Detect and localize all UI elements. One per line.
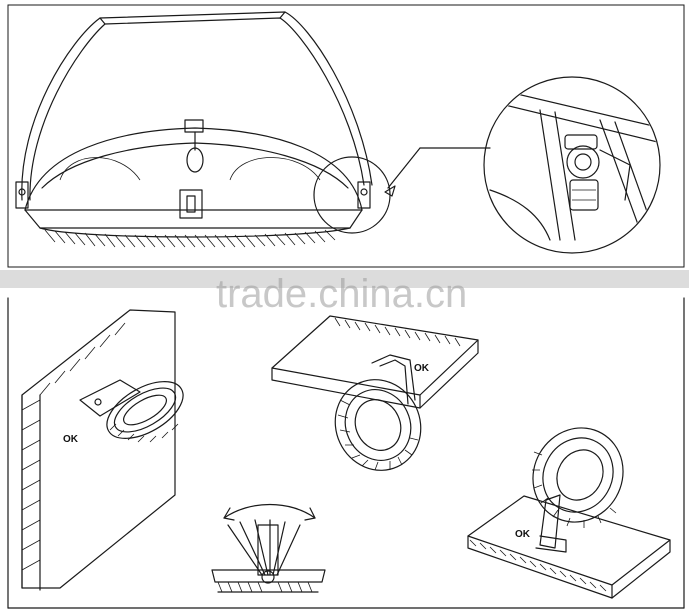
wall-mount-diagram <box>21 309 184 591</box>
wall-mount-ok-label: OK <box>63 434 79 445</box>
separator-band <box>0 270 689 288</box>
lamp-side-view <box>15 119 371 248</box>
top-panel-frame <box>7 4 685 268</box>
top-panel <box>7 4 685 268</box>
floor-mount-diagram <box>467 427 671 599</box>
watermark-text: trade.china.cn <box>216 272 467 316</box>
ceiling-mount-ok-label: OK <box>414 363 430 374</box>
floor-mount-ok-label: OK <box>515 529 531 540</box>
bottom-panel: OK OK <box>7 297 685 609</box>
angle-adjust-diagram <box>211 504 326 593</box>
heat-sink-fins <box>44 229 336 248</box>
detail-callout-large <box>483 76 661 254</box>
mounting-bracket <box>21 11 373 201</box>
ceiling-mount-diagram <box>271 315 479 471</box>
